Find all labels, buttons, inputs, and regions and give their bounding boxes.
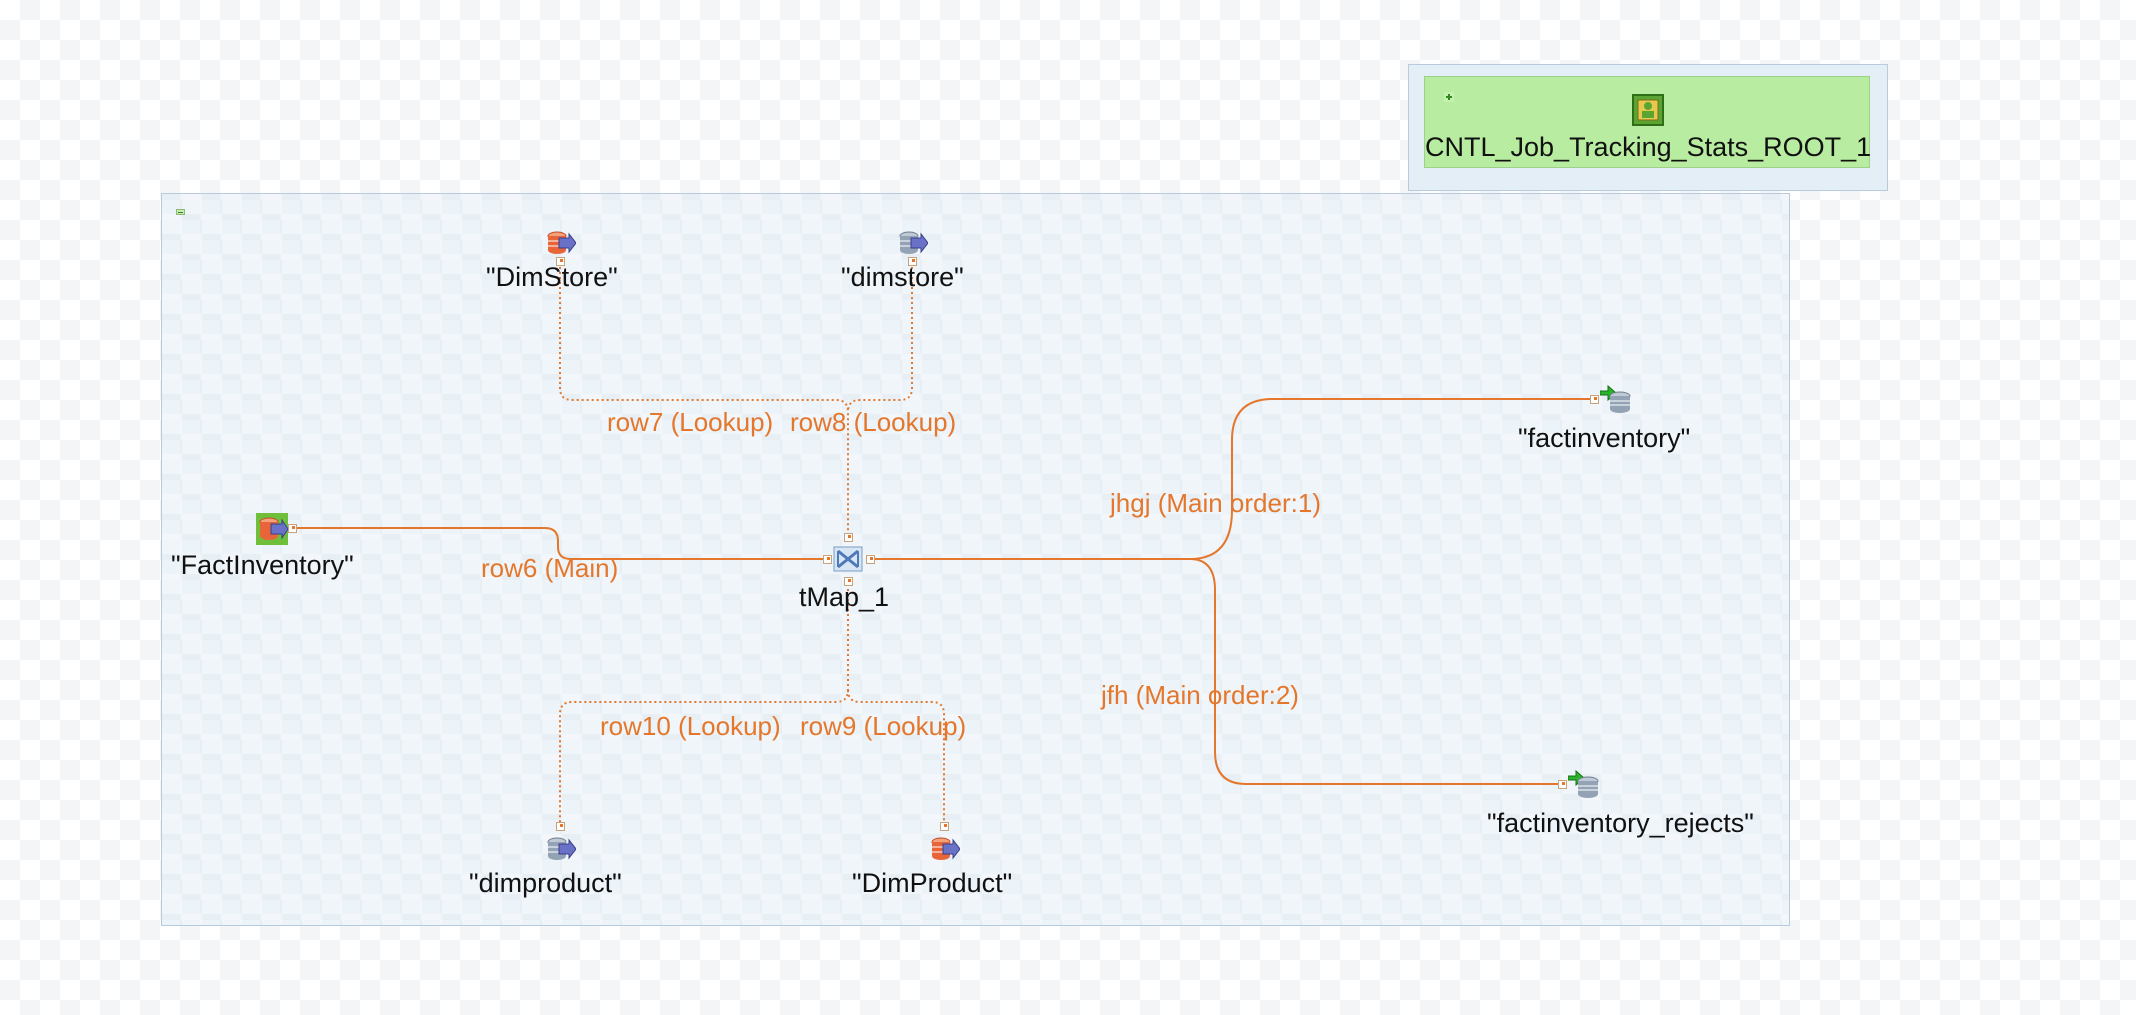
link-label-row9[interactable]: row9 (Lookup) bbox=[800, 711, 967, 741]
tmap-icon[interactable] bbox=[832, 543, 864, 575]
database-input-icon[interactable] bbox=[544, 834, 576, 866]
output-port[interactable] bbox=[908, 257, 917, 266]
lookup-port[interactable] bbox=[844, 533, 853, 542]
database-input-icon[interactable] bbox=[928, 834, 960, 866]
database-input-icon[interactable] bbox=[544, 228, 576, 260]
link-label-row6[interactable]: row6 (Main) bbox=[481, 553, 619, 583]
link-row9 bbox=[847, 689, 945, 826]
dimstore-lookup-1-label[interactable]: "DimStore" bbox=[486, 262, 618, 292]
job-tracking-icon[interactable] bbox=[1632, 94, 1664, 126]
link-row10 bbox=[559, 584, 849, 826]
output-port[interactable] bbox=[866, 555, 875, 564]
dimproduct-lookup-2-label[interactable]: "DimProduct" bbox=[852, 868, 1013, 898]
link-label-row7[interactable]: row7 (Lookup) bbox=[607, 407, 774, 437]
link-label-row8[interactable]: row8 (Lookup) bbox=[790, 407, 957, 437]
link-jfh bbox=[1189, 558, 1560, 785]
expand-icon[interactable] bbox=[1444, 92, 1454, 102]
link-row6 bbox=[294, 527, 828, 560]
factinventory-output-label[interactable]: "factinventory" bbox=[1518, 423, 1691, 453]
tmap-label[interactable]: tMap_1 bbox=[799, 582, 890, 612]
factinventory-rejects-output-label[interactable]: "factinventory_rejects" bbox=[1487, 808, 1754, 838]
output-port[interactable] bbox=[556, 822, 565, 831]
output-port[interactable] bbox=[556, 257, 565, 266]
link-label-row10[interactable]: row10 (Lookup) bbox=[600, 711, 781, 741]
fact-inventory-label[interactable]: "FactInventory" bbox=[171, 550, 354, 580]
collapse-icon[interactable] bbox=[176, 209, 185, 215]
link-jhgj bbox=[872, 398, 1592, 560]
database-output-icon[interactable] bbox=[1600, 383, 1634, 415]
lookup-port[interactable] bbox=[844, 577, 853, 586]
link-label-jhgj[interactable]: jhgj (Main order:1) bbox=[1110, 488, 1321, 518]
output-port[interactable] bbox=[288, 524, 297, 533]
input-port[interactable] bbox=[1590, 395, 1599, 404]
link-row8 bbox=[847, 262, 913, 413]
link-row7 bbox=[559, 262, 849, 536]
root-component-label[interactable]: CNTL_Job_Tracking_Stats_ROOT_1 bbox=[1425, 132, 1872, 162]
database-input-icon[interactable] bbox=[256, 513, 288, 545]
database-input-icon[interactable] bbox=[896, 228, 928, 260]
input-port[interactable] bbox=[1558, 780, 1567, 789]
dimproduct-lookup-1-label[interactable]: "dimproduct" bbox=[469, 868, 622, 898]
link-label-jfh[interactable]: jfh (Main order:2) bbox=[1101, 680, 1299, 710]
database-output-icon[interactable] bbox=[1568, 768, 1602, 800]
input-port[interactable] bbox=[823, 555, 832, 564]
output-port[interactable] bbox=[940, 822, 949, 831]
dimstore-lookup-2-label[interactable]: "dimstore" bbox=[841, 262, 964, 292]
